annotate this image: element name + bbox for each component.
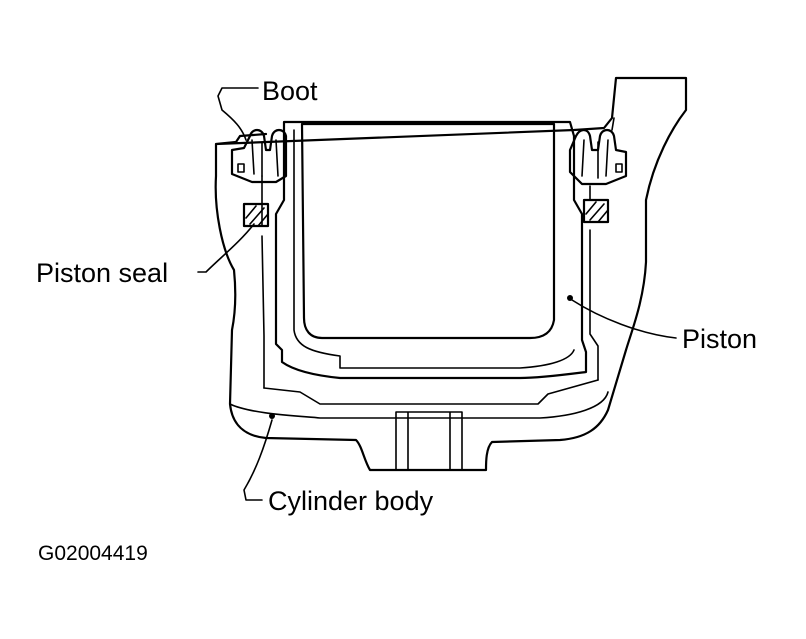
piston-inner-wall	[293, 129, 575, 369]
piston-label: Piston	[682, 324, 758, 354]
cylinder-bore-right	[589, 185, 599, 381]
piston-seal-left	[242, 202, 270, 228]
cylinder-body-inner-step	[229, 391, 609, 419]
piston-seal-leader-line	[197, 223, 255, 273]
cylinder-body-leader-line	[243, 419, 273, 501]
piston-seal-label: Piston seal	[36, 258, 169, 288]
piston-inner-cavity	[300, 122, 556, 340]
boot-left	[230, 128, 288, 184]
boot-label: Boot	[262, 76, 318, 106]
fluid-port	[395, 411, 463, 471]
cylinder-body-outline	[214, 76, 688, 472]
boot-leader-line	[217, 87, 259, 141]
figure-id: G02004419	[38, 542, 148, 565]
piston-seal-right	[582, 198, 610, 224]
piston-outer	[274, 120, 588, 380]
cylinder-body-leader-dot	[269, 413, 275, 419]
piston-underside	[263, 379, 599, 405]
piston-leader-line	[571, 299, 677, 339]
cylinder-bore-left	[261, 175, 265, 389]
boot-leader-line-right	[611, 117, 615, 131]
boot-right	[568, 128, 628, 186]
piston-leader-dot	[567, 295, 573, 301]
cylinder-body-label: Cylinder body	[268, 486, 434, 516]
